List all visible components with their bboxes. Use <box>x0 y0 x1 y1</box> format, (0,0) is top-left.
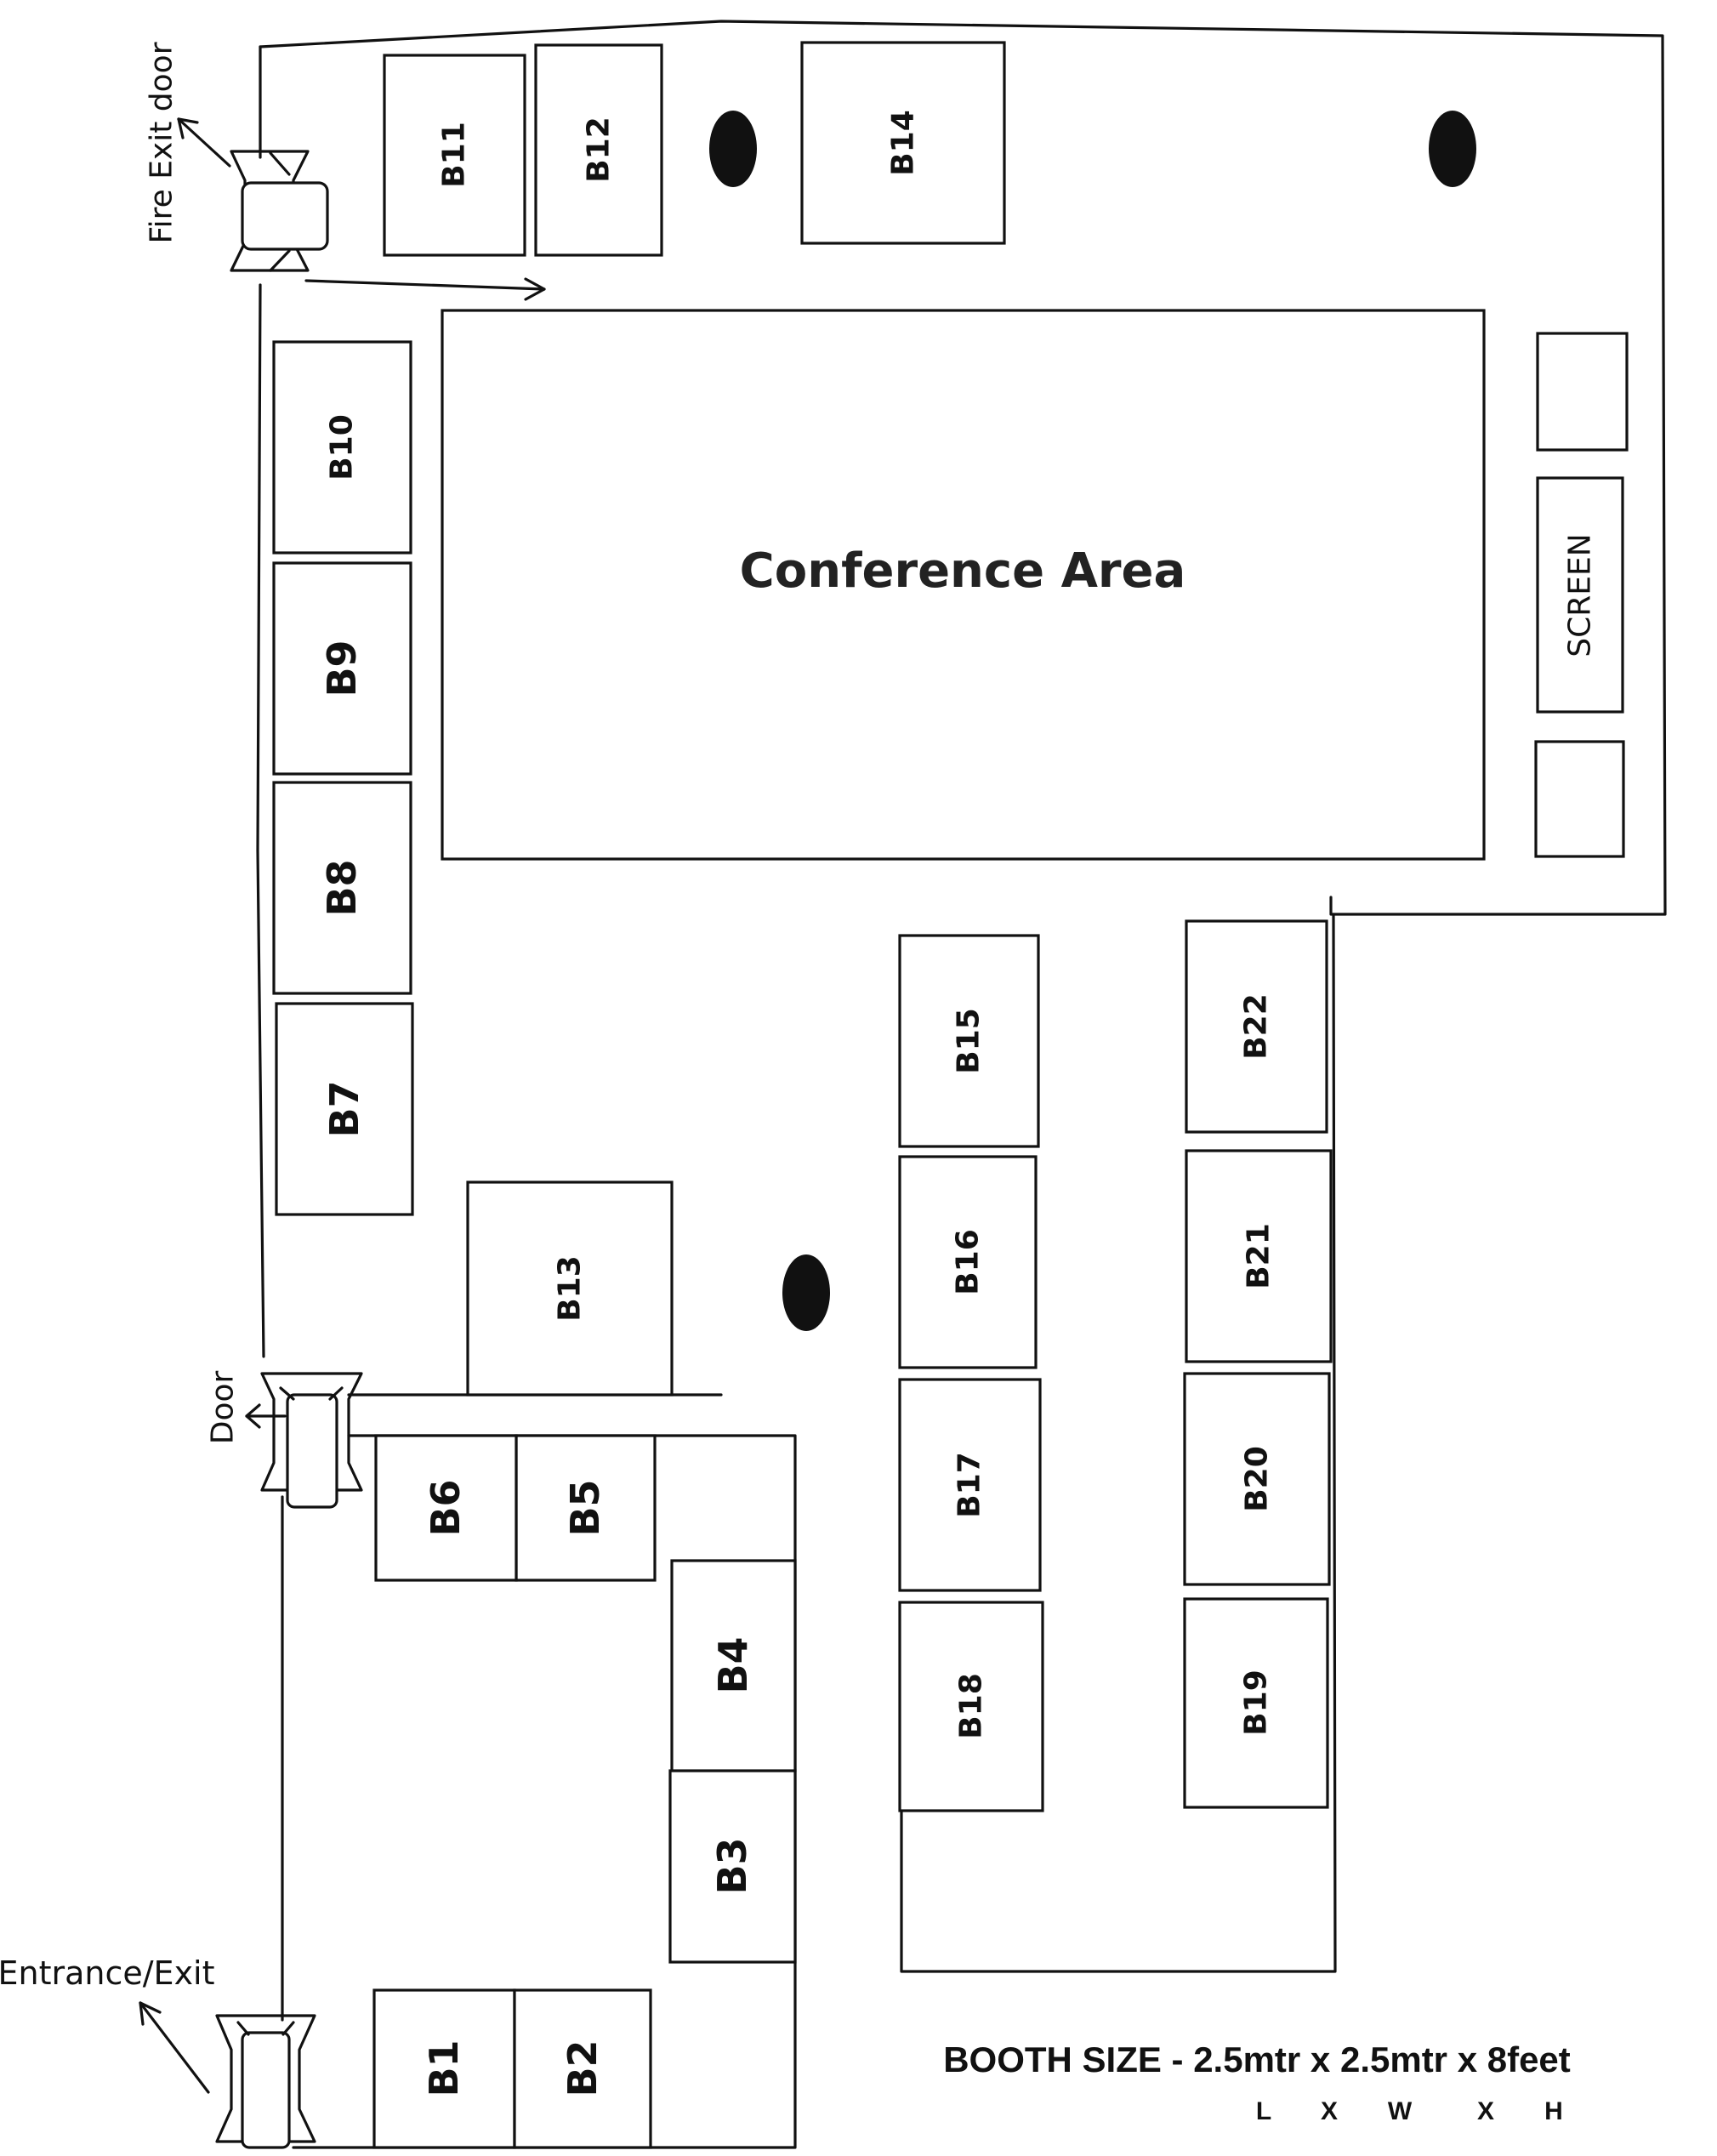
booth-B22: B22 <box>1185 919 1328 1134</box>
booth-B5: B5 <box>515 1434 657 1582</box>
arrow-head <box>245 1403 261 1429</box>
booth-label: B3 <box>709 1837 755 1894</box>
booth-size-dim-height: H <box>1544 2097 1563 2125</box>
side-door <box>260 1372 363 1509</box>
booth-B1: B1 <box>372 1988 516 2149</box>
fire-exit-door <box>230 150 329 272</box>
screen-side-box-bottom <box>1534 740 1625 858</box>
booth-label: B18 <box>954 1673 989 1739</box>
fire-exit-arrow-right <box>304 279 546 291</box>
pillar <box>709 111 757 187</box>
screen-label: SCREEN <box>1563 533 1598 657</box>
booth-label: B10 <box>325 414 360 481</box>
booth-label: B1 <box>421 2039 467 2096</box>
booth-label: B21 <box>1242 1223 1276 1289</box>
booth-B21: B21 <box>1185 1149 1333 1363</box>
booth-B17: B17 <box>898 1378 1042 1592</box>
booth-B10: B10 <box>272 340 412 555</box>
booth-B15: B15 <box>898 934 1040 1148</box>
arrow-head <box>524 277 546 301</box>
booth-label: B12 <box>582 117 617 183</box>
booth-B6: B6 <box>374 1434 518 1582</box>
booth-label: B16 <box>951 1229 986 1295</box>
left-wall-mid <box>256 283 265 1358</box>
screen-box <box>1536 476 1624 714</box>
booth-label: B20 <box>1240 1446 1275 1512</box>
booth-size-dim-x: X <box>1477 2097 1494 2125</box>
booth-B11: B11 <box>383 54 526 257</box>
booth-label: B13 <box>553 1255 588 1322</box>
booth-B16: B16 <box>898 1155 1038 1369</box>
booth-label: B2 <box>560 2039 605 2096</box>
booth-B13: B13 <box>466 1180 674 1397</box>
fire-exit-arrow-up <box>177 117 231 168</box>
booth-B18: B18 <box>898 1601 1044 1812</box>
conference-area <box>441 309 1486 861</box>
booth-B3: B3 <box>668 1769 797 1964</box>
booth-size-dim-x: X <box>1321 2097 1338 2125</box>
booth-label: B15 <box>952 1008 986 1074</box>
booth-label: B22 <box>1239 993 1274 1060</box>
booth-size-note: BOOTH SIZE - 2.5mtr x 2.5mtr x 8feet <box>943 2039 1571 2079</box>
booth-label: B5 <box>562 1479 608 1536</box>
booth-label: B19 <box>1239 1670 1274 1736</box>
pillar <box>782 1254 830 1331</box>
booth-label: B17 <box>952 1452 987 1518</box>
booth-size-dim-width: W <box>1388 2097 1413 2125</box>
booth-row-enclosure <box>900 913 1337 1973</box>
conference-area-label: Conference Area <box>740 543 1186 599</box>
arrow-head <box>139 2001 162 2026</box>
booth-label: B11 <box>437 122 472 188</box>
booth-B7: B7 <box>275 1002 414 1216</box>
booth-label: B7 <box>321 1080 367 1137</box>
entrance-exit-door <box>215 2014 316 2149</box>
entrance-exit-label: Entrance/Exit <box>0 1954 215 1992</box>
outer-wall <box>259 20 1667 916</box>
door-label: Door <box>206 1371 241 1445</box>
booth-B4: B4 <box>670 1559 797 1772</box>
arrow-head <box>177 117 199 139</box>
booth-label: B4 <box>710 1636 756 1693</box>
booth-size-dim-length: L <box>1256 2097 1271 2125</box>
booth-B12: B12 <box>534 43 663 257</box>
booth-B19: B19 <box>1183 1597 1329 1809</box>
booth-B20: B20 <box>1183 1372 1331 1586</box>
booth-label: B8 <box>319 859 365 916</box>
screen-side-box-top <box>1536 332 1629 452</box>
booth-B2: B2 <box>513 1988 652 2149</box>
booth-label: B14 <box>886 110 921 176</box>
booth-B8: B8 <box>272 781 412 995</box>
booth-label: B6 <box>423 1479 469 1536</box>
fire-exit-label: Fire Exit door <box>145 42 179 243</box>
entrance-arrow <box>139 2001 210 2094</box>
booth-B9: B9 <box>272 561 412 776</box>
booth-label: B9 <box>319 640 365 697</box>
booth-B14: B14 <box>800 41 1006 245</box>
pillar <box>1429 111 1476 187</box>
